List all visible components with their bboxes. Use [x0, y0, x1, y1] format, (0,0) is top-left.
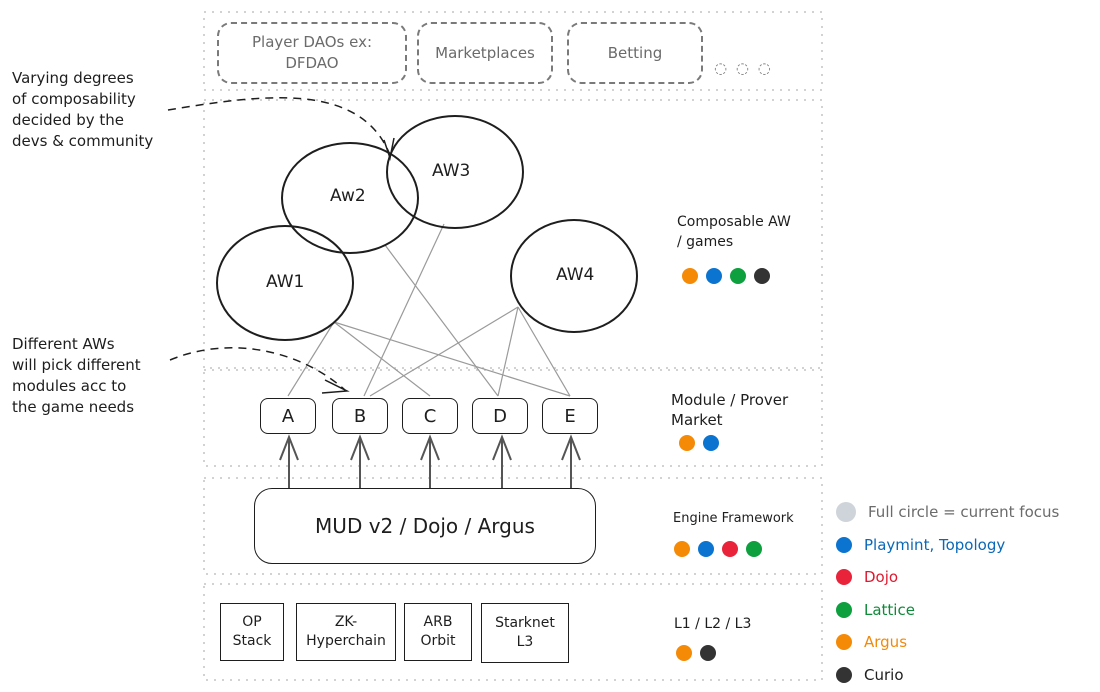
chain-op-stack[interactable]: OP Stack: [220, 603, 284, 661]
legend-dot-icon: [836, 569, 852, 586]
legend-item-dojo: Dojo: [836, 561, 1059, 594]
link-aw1-e: [333, 321, 571, 397]
legend-item-argus: Argus: [836, 626, 1059, 659]
aw2-label: Aw2: [330, 186, 366, 206]
legend-dot-icon: [836, 536, 852, 553]
legend-dot-icon: [836, 666, 852, 683]
link-aw3-b: [363, 223, 445, 397]
legend-label: Dojo: [864, 568, 899, 587]
link-aw1-c: [333, 321, 431, 397]
module-layer-frame: [203, 369, 823, 467]
green-dot-icon: [730, 268, 746, 284]
modules-arrowhead: [321, 379, 350, 394]
more-indicator: ◌ ◌ ◌: [714, 59, 773, 77]
chain-zk-hyperchain[interactable]: ZK- Hyperchain: [296, 603, 396, 661]
orange-dot-icon: [674, 541, 690, 557]
legend-label: Playmint, Topology: [864, 535, 1006, 554]
blue-dot-icon: [703, 435, 719, 451]
composable-layer-label: Composable AW / games: [677, 214, 791, 250]
chain-layer-frame: [203, 583, 823, 681]
modules-note: Different AWs will pick different module…: [12, 335, 141, 416]
legend-item-lattice: Lattice: [836, 594, 1059, 627]
aw3-circle[interactable]: [386, 115, 524, 229]
l123-layer-label: L1 / L2 / L3: [674, 616, 752, 632]
layer-frames: [203, 11, 823, 681]
link-aw4-e: [517, 306, 571, 397]
module-c[interactable]: C: [402, 398, 458, 434]
composability-arrowhead: [383, 137, 395, 161]
player-daos-box[interactable]: Player DAOs ex: DFDAO: [217, 22, 407, 84]
legend-item-playmint: Playmint, Topology: [836, 529, 1059, 562]
legend-item-focus: Full circle = current focus: [836, 496, 1059, 529]
engine-layer-frame: [203, 477, 823, 575]
arrow-to-d: [492, 434, 512, 488]
blue-dot-icon: [698, 541, 714, 557]
legend-dot-icon: [836, 502, 856, 523]
aw4-label: AW4: [556, 265, 595, 285]
module-layer-label: Module / Prover Market: [671, 391, 789, 429]
link-aw1-a: [287, 321, 335, 397]
arrow-to-e: [561, 434, 581, 488]
aw4-circle[interactable]: [510, 219, 638, 333]
module-dots: [679, 435, 719, 451]
module-e[interactable]: E: [542, 398, 598, 434]
engine-module-arrows: [279, 434, 581, 488]
aw1-circle[interactable]: [216, 225, 354, 341]
engine-layer-label: Engine Framework: [673, 511, 794, 526]
module-a[interactable]: A: [260, 398, 316, 434]
legend-label: Curio: [864, 665, 904, 684]
red-dot-icon: [722, 541, 738, 557]
world-circles: [216, 115, 638, 341]
link-aw2-d: [384, 244, 499, 397]
module-b[interactable]: B: [332, 398, 388, 434]
legend: Full circle = current focus Playmint, To…: [836, 496, 1059, 691]
l123-dots: [676, 645, 716, 661]
legend-label: Full circle = current focus: [868, 503, 1060, 522]
legend-dot-icon: [836, 634, 852, 651]
module-d[interactable]: D: [472, 398, 528, 434]
blue-dot-icon: [706, 268, 722, 284]
link-aw4-d: [497, 306, 519, 397]
engine-dots: [674, 541, 762, 557]
composability-note: Varying degrees of composability decided…: [12, 69, 154, 150]
orange-dot-icon: [676, 645, 692, 661]
engine-framework-box[interactable]: MUD v2 / Dojo / Argus: [254, 488, 596, 564]
world-module-links: [287, 223, 571, 397]
annotation-arrows: [167, 97, 395, 394]
chain-arb-orbit[interactable]: ARB Orbit: [404, 603, 472, 661]
aw1-label: AW1: [266, 272, 305, 292]
chain-starknet-l3[interactable]: Starknet L3: [481, 603, 569, 663]
aw2-circle[interactable]: [281, 142, 419, 254]
legend-label: Argus: [864, 633, 908, 652]
composability-arrow: [167, 97, 391, 156]
aw3-label: AW3: [432, 161, 471, 181]
arrow-to-c: [420, 434, 440, 488]
green-dot-icon: [746, 541, 762, 557]
link-aw4-b: [369, 306, 519, 397]
black-dot-icon: [700, 645, 716, 661]
composable-dots: [682, 268, 770, 284]
app-layer-frame: [203, 11, 823, 91]
legend-label: Lattice: [864, 600, 915, 619]
arrow-to-a: [279, 434, 299, 488]
black-dot-icon: [754, 268, 770, 284]
arrow-to-b: [350, 434, 370, 488]
orange-dot-icon: [679, 435, 695, 451]
modules-arrow: [169, 347, 346, 391]
betting-box[interactable]: Betting: [567, 22, 703, 84]
legend-item-curio: Curio: [836, 659, 1059, 692]
marketplaces-box[interactable]: Marketplaces: [417, 22, 553, 84]
orange-dot-icon: [682, 268, 698, 284]
worlds-layer-frame: [203, 99, 823, 369]
legend-dot-icon: [836, 601, 852, 618]
